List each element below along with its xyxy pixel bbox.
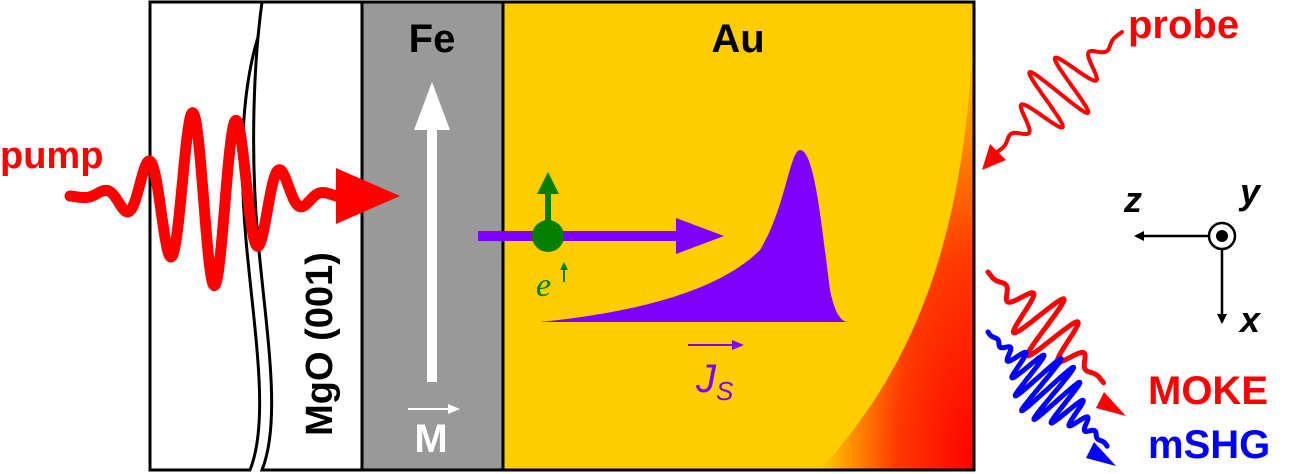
moke-pulse: MOKE — [985, 269, 1268, 416]
spin-electron: e — [532, 172, 568, 304]
moke-label: MOKE — [1148, 369, 1268, 413]
mshg-pulse: mSHG — [985, 329, 1270, 467]
fe-label: Fe — [409, 17, 456, 61]
spin-current-subscript: S — [716, 376, 734, 406]
spin-current-profile — [540, 150, 848, 322]
electron-spin-up-icon — [560, 262, 568, 282]
magnetization-arrow — [414, 82, 450, 382]
axis-x-label: x — [1238, 299, 1262, 340]
axis-y-label: y — [1238, 171, 1262, 212]
spin-current-label: JS — [695, 357, 734, 406]
magnetization-label: M — [414, 417, 447, 461]
spin-current-label-group: JS — [688, 340, 744, 406]
spin-current-arrow — [478, 218, 724, 254]
magnetization-label-group: M — [408, 404, 460, 461]
pump-label: pump — [0, 135, 103, 177]
axis-z-label: z — [1123, 179, 1142, 220]
spin-current-symbol: J — [695, 357, 717, 401]
electron-symbol: e — [536, 267, 551, 304]
au-label: Au — [711, 17, 764, 61]
substrate-label: MgO (001) — [299, 252, 341, 436]
coordinate-axes: z y x — [1123, 171, 1262, 340]
fe-layer: Fe M — [360, 0, 505, 472]
probe-pulse: probe — [982, 3, 1239, 170]
mshg-label: mSHG — [1148, 423, 1270, 467]
probe-label: probe — [1128, 3, 1239, 47]
electron-label: e — [536, 267, 551, 304]
pump-pulse: pump — [0, 107, 400, 292]
